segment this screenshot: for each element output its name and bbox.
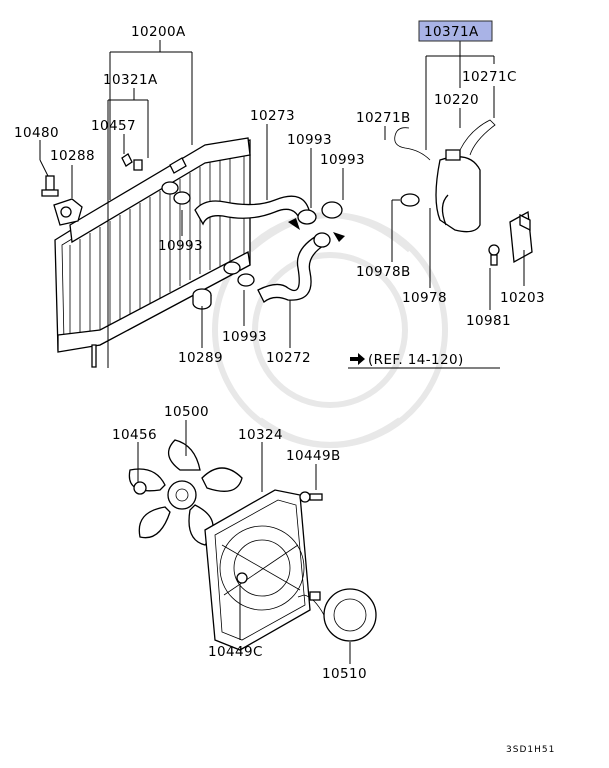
- label-10981[interactable]: 10981: [466, 313, 511, 329]
- label-10449B[interactable]: 10449B: [286, 448, 341, 464]
- label-10288[interactable]: 10288: [50, 148, 95, 164]
- label-10324[interactable]: 10324: [238, 427, 283, 443]
- lower-hose-10272: [257, 232, 331, 304]
- label-10371A[interactable]: 10371A: [424, 24, 479, 40]
- label-10993-left[interactable]: 10993: [158, 238, 203, 254]
- label-10480[interactable]: 10480: [14, 125, 59, 141]
- label-10978B[interactable]: 10978B: [356, 264, 411, 280]
- label-10203[interactable]: 10203: [500, 290, 545, 306]
- flow-arrow-icons: [288, 218, 345, 242]
- label-10456[interactable]: 10456: [112, 427, 157, 443]
- radiator-drawing: [54, 137, 251, 368]
- label-10457[interactable]: 10457: [91, 118, 136, 134]
- bolt-10480-part: [41, 175, 59, 197]
- part-labels: 10200A 10321A 10457 10480 10288 10273 10…: [14, 24, 545, 682]
- label-10271C[interactable]: 10271C: [462, 69, 517, 85]
- arrow-right-icon: [350, 353, 365, 365]
- label-10220[interactable]: 10220: [434, 92, 479, 108]
- label-10449C[interactable]: 10449C: [208, 644, 263, 660]
- reference-link[interactable]: (REF. 14-120): [368, 352, 464, 368]
- label-10510[interactable]: 10510: [322, 666, 367, 682]
- clamp-10993-radiator-part: [173, 191, 191, 205]
- clamp-10993-lower-part: [237, 273, 255, 287]
- label-10271B[interactable]: 10271B: [356, 110, 411, 126]
- highlight-box-10371A: [418, 20, 493, 42]
- motor-10510-drawing: [297, 588, 377, 642]
- label-10289[interactable]: 10289: [178, 350, 223, 366]
- mount-10289-part: [192, 288, 212, 310]
- clamp-10993-right-part: [321, 201, 343, 219]
- shroud-10324-drawing: [204, 489, 311, 651]
- label-10273[interactable]: 10273: [250, 108, 295, 124]
- reference-note: (REF. 14-120): [350, 352, 464, 368]
- label-10993-hose[interactable]: 10993: [287, 132, 332, 148]
- bracket-10203-part: [509, 210, 533, 264]
- diagram-code: 3SD1H51: [506, 745, 555, 755]
- bolt-10449B-part: [299, 491, 323, 503]
- nut-10456-part: [133, 481, 147, 495]
- bracket-10288-part: [53, 198, 83, 226]
- bolt-10449C-part: [236, 572, 248, 584]
- bolt-10981-part: [488, 244, 500, 266]
- label-10321A[interactable]: 10321A: [103, 72, 158, 88]
- clip-10457-part: [121, 153, 143, 171]
- label-10993-right[interactable]: 10993: [320, 152, 365, 168]
- reserve-tank-drawing: [394, 119, 496, 233]
- label-10272[interactable]: 10272: [266, 350, 311, 366]
- leader-lines: [39, 40, 525, 664]
- label-10500[interactable]: 10500: [164, 404, 209, 420]
- label-10200A[interactable]: 10200A: [131, 24, 186, 40]
- label-10978[interactable]: 10978: [402, 290, 447, 306]
- clip-10978B-part: [400, 193, 420, 207]
- clamp-10993-hose-part: [297, 209, 317, 225]
- label-10993-lower[interactable]: 10993: [222, 329, 267, 345]
